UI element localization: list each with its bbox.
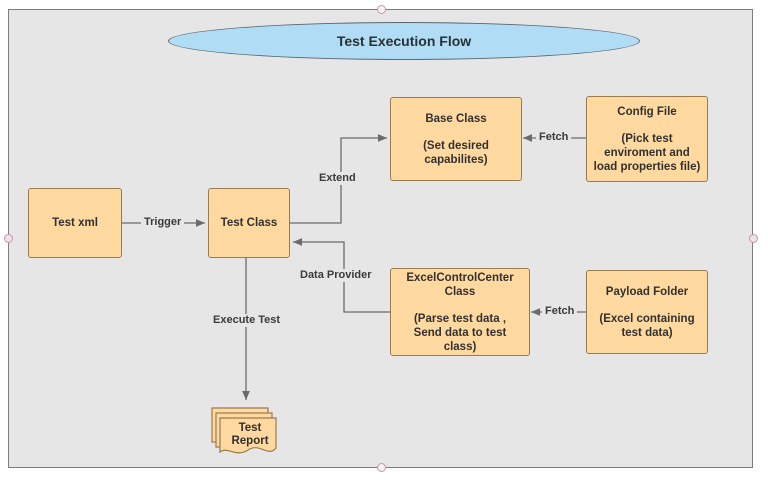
resize-handle-left[interactable] <box>4 234 13 243</box>
node-test-class-title: Test Class <box>220 217 278 229</box>
resize-handle-top[interactable] <box>377 5 386 14</box>
edge-label-fetch-config: Fetch <box>536 131 572 144</box>
node-payload-folder-title: Payload Folder <box>605 285 689 298</box>
node-test-xml-title: Test xml <box>52 217 98 229</box>
node-config-file-title: Config File <box>617 105 677 118</box>
edge-label-trigger: Trigger <box>141 216 185 229</box>
node-test-xml[interactable]: Test xml <box>28 188 122 258</box>
edge-label-execute-test: Execute Test <box>210 314 284 327</box>
diagram-title[interactable]: Test Execution Flow <box>168 22 640 60</box>
multi-document-icon <box>211 407 277 454</box>
resize-handle-right[interactable] <box>749 234 758 243</box>
diagram-container[interactable] <box>8 9 753 468</box>
edge-label-extend: Extend <box>316 172 359 185</box>
edge-label-fetch-payload: Fetch <box>542 305 578 318</box>
resize-handle-bottom[interactable] <box>377 463 386 472</box>
edge-label-data-provider: Data Provider <box>297 269 375 282</box>
node-base-class-title: Base Class <box>425 112 487 125</box>
node-test-class[interactable]: Test Class <box>208 188 290 258</box>
